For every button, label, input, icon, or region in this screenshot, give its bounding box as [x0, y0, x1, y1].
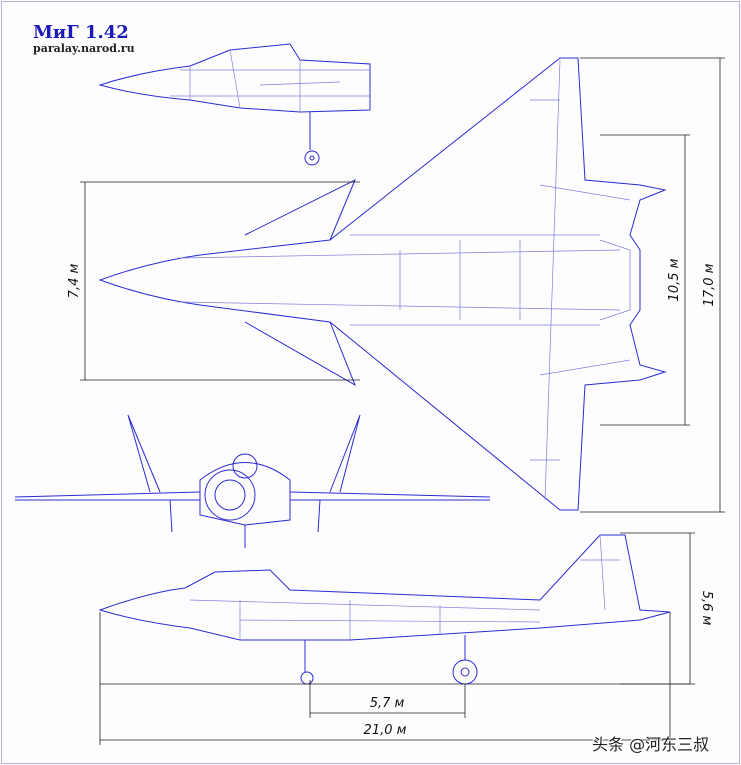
top-view — [98, 57, 667, 511]
front-view — [14, 414, 491, 548]
drawing-title: МиГ 1.42 — [33, 22, 129, 43]
dim-length: 21,0 м — [364, 723, 407, 738]
dim-height-top-view: 7,4 м — [67, 264, 82, 299]
source-site: paralay.narod.ru — [33, 42, 135, 55]
dim-wheelbase: 5,7 м — [370, 696, 405, 711]
dim-fuselage-span: 10,5 м — [667, 258, 682, 301]
dimension-lines — [80, 57, 725, 745]
watermark: 头条 @河东三叔 — [592, 735, 710, 754]
dim-height: 5,6 м — [699, 591, 714, 626]
side-view — [98, 534, 671, 685]
side-view-small — [98, 43, 371, 166]
dim-wingspan: 17,0 м — [702, 263, 717, 306]
